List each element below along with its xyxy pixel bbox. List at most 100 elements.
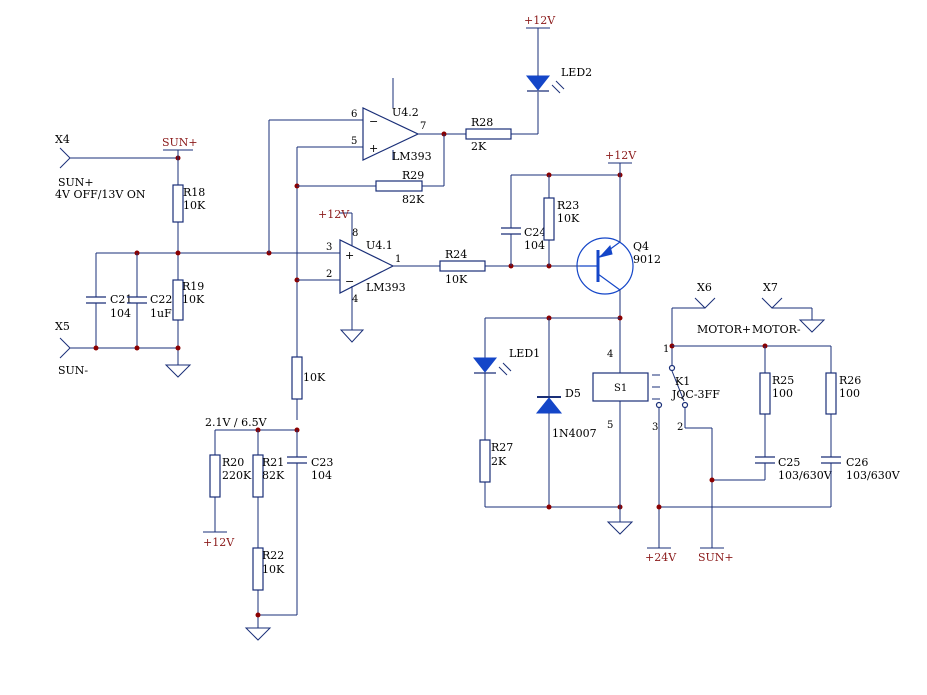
u42-pin5: 5 (351, 136, 357, 147)
x4-label: X4 (55, 133, 70, 146)
led1-ray (502, 362, 512, 372)
c25-ref: C25 (778, 456, 800, 469)
connector-x4: X4 SUN+ 4V OFF/13V ON (55, 133, 178, 201)
resistor-r25 (759, 372, 771, 415)
junction-dot (709, 477, 715, 483)
junction-dot (93, 345, 99, 351)
led2-ref: LED2 (561, 66, 592, 79)
c22-value: 1uF (150, 307, 172, 320)
x5-label: X5 (55, 320, 70, 333)
c23-value: 104 (311, 469, 332, 482)
relay-k1-coil: S1 4 5 (592, 349, 649, 431)
r28-value: 2K (471, 140, 487, 153)
c25-value: 103/630V (778, 469, 833, 482)
k1-pin3: 3 (652, 422, 658, 433)
resistor-r24 (439, 260, 486, 272)
r21-ref: R21 (262, 456, 284, 469)
resistor-r26 (825, 372, 837, 415)
r20-ref: R20 (222, 456, 244, 469)
u41-pin3: 3 (326, 242, 332, 253)
led2-ray (551, 84, 561, 94)
resistor-r18 (172, 184, 184, 223)
c24-ref: C24 (524, 226, 546, 239)
r22-value: 10K (262, 563, 285, 576)
u42-plus-sign: + (369, 142, 378, 155)
net-sun-plus-top: SUN+ (162, 136, 198, 161)
u41-minus-sign: − (345, 275, 354, 288)
ground-symbol (339, 329, 365, 343)
comparator-u41: + − U4.1 LM393 3 2 1 8 4 (297, 212, 406, 343)
k1-contact-common (668, 364, 676, 372)
d5-triangle (535, 397, 563, 414)
u41-plus-sign: + (345, 249, 354, 262)
c26-ref: C26 (846, 456, 868, 469)
resistor-r28 (465, 128, 512, 140)
r22-ref: R22 (262, 549, 284, 562)
q4-collector-lead (597, 273, 621, 291)
comparator-u42: − + U4.2 LM393 6 5 7 (351, 78, 432, 163)
r28-ref: R28 (471, 116, 493, 129)
u42-pin7: 7 (420, 121, 426, 132)
net-label-12v-u41: +12V (318, 208, 350, 221)
net-label-12v-top: +12V (524, 14, 556, 27)
led1-triangle (472, 357, 498, 373)
k1-pin4: 4 (607, 349, 613, 360)
ground-symbol (244, 627, 272, 641)
c22-ref: C22 (150, 293, 172, 306)
junction-dot (546, 504, 552, 510)
transistor-q4: Q4 9012 (576, 237, 661, 295)
ground-symbol (606, 521, 634, 535)
u41-pin4: 4 (352, 294, 358, 305)
resistor-r29 (375, 180, 423, 192)
diode-d5: D5 1N4007 (535, 387, 597, 440)
net-label-24v: +24V (645, 551, 677, 564)
junction-dot (656, 504, 662, 510)
net-label-sun-plus: SUN+ (162, 136, 198, 149)
r19-value: 10K (182, 293, 205, 306)
led1-ref: LED1 (509, 347, 540, 360)
c21-ref: C21 (110, 293, 132, 306)
x4-signal-label: SUN+ (58, 176, 94, 189)
ground-symbol (798, 319, 826, 333)
resistor-r23 (543, 197, 555, 241)
r26-ref: R26 (839, 374, 861, 387)
r18-value: 10K (183, 199, 206, 212)
c23-ref: C23 (311, 456, 333, 469)
junction-dot (175, 250, 181, 256)
r29-ref: R29 (402, 169, 424, 182)
threshold-label: 2.1V / 6.5V (205, 416, 268, 429)
u41-part: LM393 (366, 281, 406, 294)
k1-part: JQC-3FF (671, 388, 720, 401)
connector-x6: X6 MOTOR+ (694, 281, 751, 336)
r24-value: 10K (445, 273, 468, 286)
junction-dot (175, 345, 181, 351)
r26-value: 100 (839, 387, 860, 400)
junction-dot (134, 345, 140, 351)
r24-ref: R24 (445, 248, 467, 261)
led2-ray (555, 80, 565, 90)
r27-ref: R27 (491, 441, 513, 454)
net-label-12v-q4: +12V (605, 149, 637, 162)
u41-ref: U4.1 (366, 239, 393, 252)
q4-part: 9012 (633, 253, 661, 266)
led-led1: LED1 (472, 347, 540, 376)
net-label-sun-plus-bottom: SUN+ (698, 551, 734, 564)
k1-pin1: 1 (663, 344, 669, 355)
led1-ray (498, 366, 508, 376)
led2-triangle (525, 75, 551, 91)
connector-x4-symbol (59, 147, 71, 169)
comparator-u42-body (362, 107, 420, 161)
r25-ref: R25 (772, 374, 794, 387)
resistor-r27 (479, 439, 491, 483)
x6-label: X6 (697, 281, 712, 294)
resistor-10k (291, 356, 303, 400)
net-label-12v-r20: +12V (203, 536, 235, 549)
connector-x7-symbol (761, 297, 783, 309)
relay-k1-contacts: K1 JQC-3FF 1 2 3 (652, 344, 720, 433)
q4-emitter-arrow (598, 244, 613, 258)
c21-value: 104 (110, 307, 131, 320)
r20-value: 220K (222, 469, 252, 482)
x7-signal-label: MOTOR- (752, 323, 801, 336)
r23-ref: R23 (557, 199, 579, 212)
x6-signal-label: MOTOR+ (697, 323, 751, 336)
